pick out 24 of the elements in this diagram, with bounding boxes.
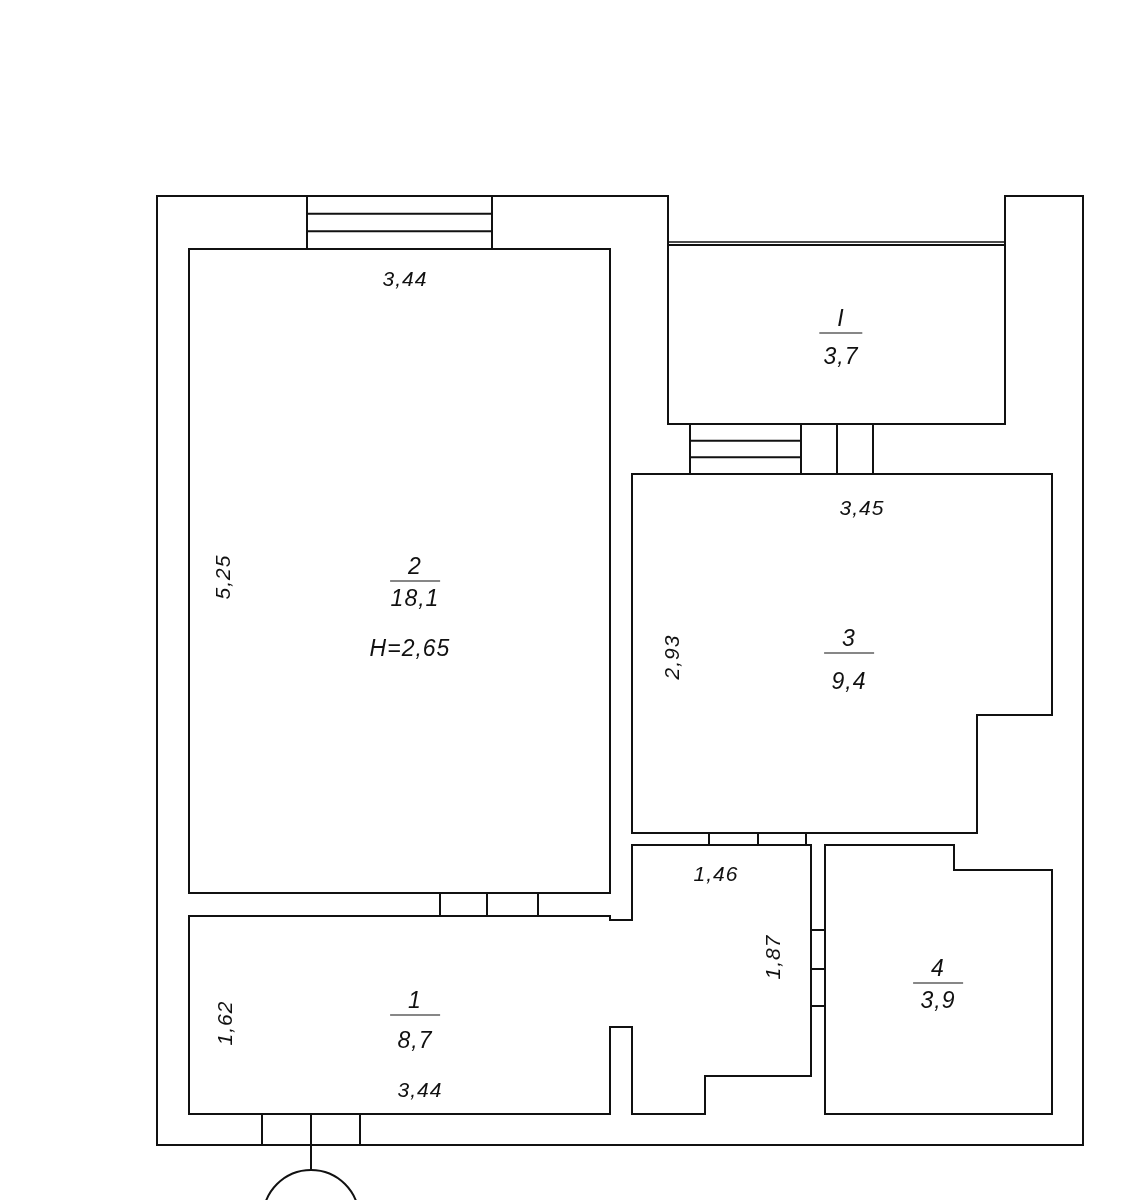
area-value: 9,4 <box>831 669 867 693</box>
room <box>632 474 1052 833</box>
dimension-label: 3,44 <box>382 267 428 289</box>
dimension-label: 2,93 <box>660 634 682 680</box>
room-number: 3 <box>824 626 874 654</box>
dimension-label: 3,45 <box>839 496 885 518</box>
ceiling-height-label: H=2,65 <box>369 636 451 660</box>
room-number: 4 <box>913 956 963 984</box>
room <box>825 845 1052 1114</box>
dimension-label: 1,87 <box>761 934 783 980</box>
room-number: 1 <box>390 988 440 1016</box>
area-value: 8,7 <box>397 1028 433 1052</box>
room-number: I <box>819 306 863 334</box>
dimension-label: 3,44 <box>397 1078 443 1100</box>
room <box>668 245 1005 424</box>
room <box>189 249 610 893</box>
dimension-label: 5,25 <box>211 554 233 600</box>
area-value: 18,1 <box>390 586 440 610</box>
dimension-label: 1,46 <box>693 862 739 884</box>
area-value: 3,9 <box>920 988 956 1012</box>
room <box>189 845 811 1114</box>
area-value: 3,7 <box>823 344 859 368</box>
dimension-label: 1,62 <box>213 1000 235 1046</box>
room-number: 2 <box>390 554 440 582</box>
